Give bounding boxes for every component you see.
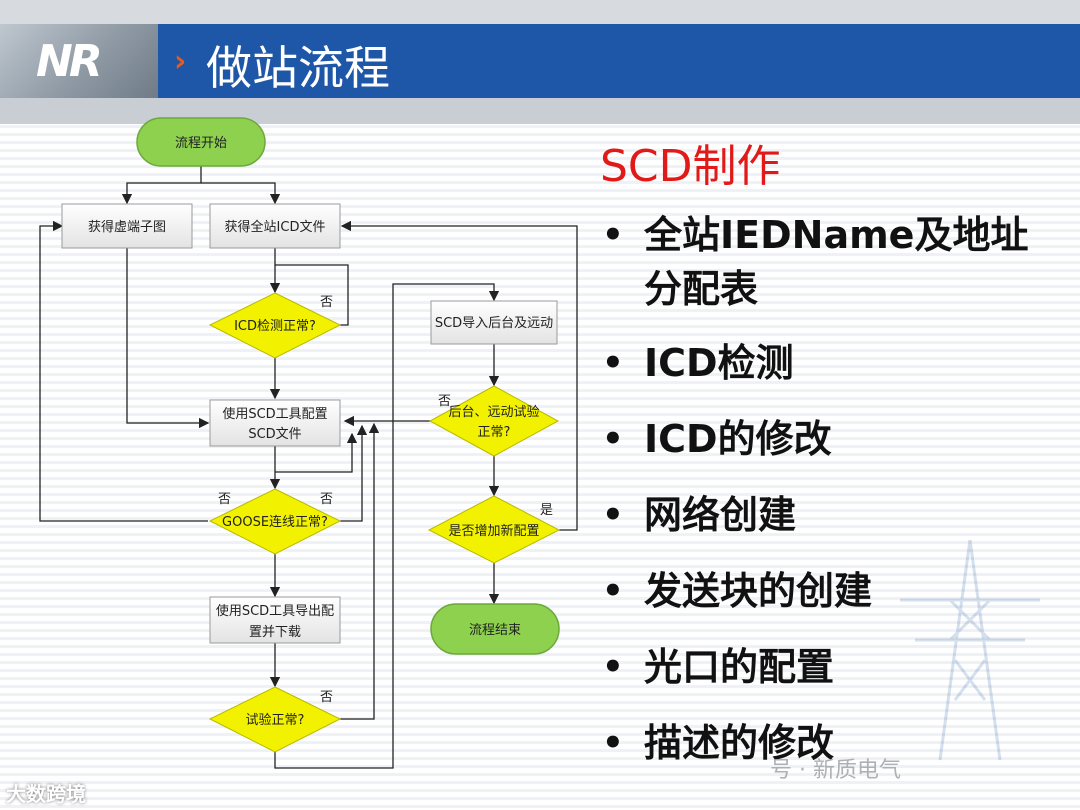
goose-check-label: GOOSE连线正常? [222, 514, 328, 530]
decision-test-check: 试验正常? [208, 686, 342, 753]
bullet-list: • 全站IEDName及地址 分配表 • ICD检测 • ICD的修改 • 网络… [600, 208, 1070, 770]
backend-check-label-2: 正常? [478, 425, 511, 440]
get-icd-label: 获得全站ICD文件 [225, 219, 326, 235]
icd-check-no-label: 否 [320, 295, 333, 310]
list-item: • ICD检测 [600, 336, 1070, 390]
right-panel: SCD制作 • 全站IEDName及地址 分配表 • ICD检测 • ICD的修… [600, 140, 1070, 792]
list-item-line1: 全站IEDName及地址 [644, 213, 1029, 257]
icd-check-label: ICD检测正常? [234, 319, 316, 334]
decision-icd-check: ICD检测正常? [208, 292, 342, 359]
logo-area: NR [0, 24, 158, 98]
list-item: • 全站IEDName及地址 分配表 [600, 208, 1070, 316]
backend-check-label-1: 后台、远动试验 [448, 404, 539, 420]
watermark-right: 号 · 新质电气 [770, 758, 901, 783]
decision-add-new-config: 是否增加新配置 [427, 495, 561, 564]
decision-goose-check: GOOSE连线正常? [208, 488, 342, 555]
config-scd-label-1: 使用SCD工具配置 [222, 406, 327, 422]
export-label-2: 置并下载 [249, 625, 301, 640]
get-virtual-terminal-label: 获得虚端子图 [88, 219, 166, 235]
start-node: 流程开始 [136, 117, 266, 167]
list-item: • ICD的修改 [600, 412, 1070, 466]
flowchart: 流程开始 获得虚端子图 获得全站ICD文件 ICD检测正常? 否 使用SCD工具… [39, 117, 578, 769]
end-node: 流程结束 [430, 603, 560, 655]
process-config-scd: 使用SCD工具配置 SCD文件 [209, 399, 341, 447]
watermark-left: 大数跨境 [6, 782, 86, 806]
list-item-text: 网络创建 [644, 493, 797, 537]
config-scd-label-2: SCD文件 [248, 427, 301, 442]
bullet-icon: • [602, 343, 624, 383]
goose-no-left-label: 否 [218, 492, 231, 507]
section-title: SCD制作 [600, 141, 781, 192]
list-item: • 光口的配置 [600, 640, 1070, 694]
list-item: • 发送块的创建 [600, 564, 1070, 618]
process-export: 使用SCD工具导出配 置并下载 [209, 596, 341, 644]
bullet-icon: • [602, 215, 624, 255]
bullet-icon: • [602, 495, 624, 535]
top-strip [0, 0, 1080, 24]
list-item-text: 发送块的创建 [644, 569, 873, 613]
export-label-1: 使用SCD工具导出配 [216, 603, 334, 619]
page-title: 做站流程 [206, 41, 390, 95]
chevron-right-icon: › [174, 44, 187, 79]
test-no-label: 否 [320, 690, 333, 705]
process-get-icd: 获得全站ICD文件 [209, 203, 341, 249]
backend-no-label: 否 [438, 394, 451, 409]
list-item-line2: 分配表 [644, 267, 759, 311]
list-item-text: ICD的修改 [644, 417, 832, 461]
list-item-text: 光口的配置 [644, 645, 835, 689]
scd-import-label: SCD导入后台及远动 [435, 316, 553, 331]
list-item-text: ICD检测 [644, 341, 794, 385]
test-check-label: 试验正常? [246, 712, 305, 728]
end-label: 流程结束 [469, 623, 521, 638]
bullet-icon: • [602, 647, 624, 687]
bullet-icon: • [602, 571, 624, 611]
bullet-icon: • [602, 723, 624, 763]
add-new-config-label: 是否增加新配置 [448, 523, 539, 539]
decision-backend-check: 后台、远动试验 正常? [428, 385, 560, 457]
process-scd-import: SCD导入后台及远动 [430, 300, 558, 345]
company-logo: NR [36, 36, 103, 87]
title-bar: › 做站流程 [158, 24, 1080, 98]
list-item-text: 描述的修改 [644, 721, 835, 765]
bullet-icon: • [602, 419, 624, 459]
power-tower-icon [900, 539, 1040, 761]
add-new-config-yes-label: 是 [540, 503, 553, 518]
header: NR › 做站流程 [0, 24, 1080, 98]
goose-no-right-label: 否 [320, 492, 333, 507]
process-get-virtual-terminal: 获得虚端子图 [61, 203, 193, 249]
start-label: 流程开始 [175, 136, 227, 151]
list-item: • 描述的修改 [600, 716, 1070, 770]
list-item: • 网络创建 [600, 488, 1070, 542]
